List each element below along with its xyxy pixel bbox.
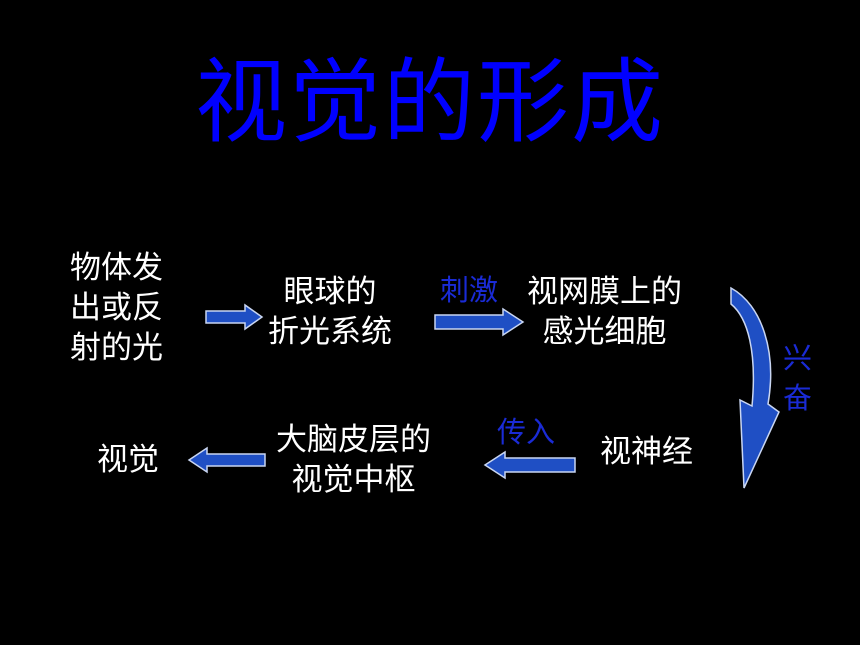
page-title: 视觉的形成	[194, 49, 665, 156]
arrow-right-1	[205, 303, 264, 331]
node-refractive-system: 眼球的 折光系统	[268, 274, 392, 350]
arrow-right-2	[434, 307, 525, 337]
node-photoreceptors: 视网膜上的 感光细胞	[527, 274, 682, 350]
node-light-source: 物体发 出或反 射的光	[70, 250, 163, 366]
arrow-curved-down	[730, 286, 780, 489]
label-excitation: 兴 奋	[783, 341, 813, 415]
label-stimulus: 刺激	[440, 273, 499, 307]
node-optic-nerve: 视神经	[600, 434, 693, 470]
node-vision: 视觉	[97, 442, 159, 478]
label-afferent: 传入	[497, 415, 556, 449]
node-visual-center: 大脑皮层的 视觉中枢	[276, 422, 431, 498]
arrow-left-1	[483, 450, 576, 480]
arrow-left-2	[187, 446, 266, 474]
